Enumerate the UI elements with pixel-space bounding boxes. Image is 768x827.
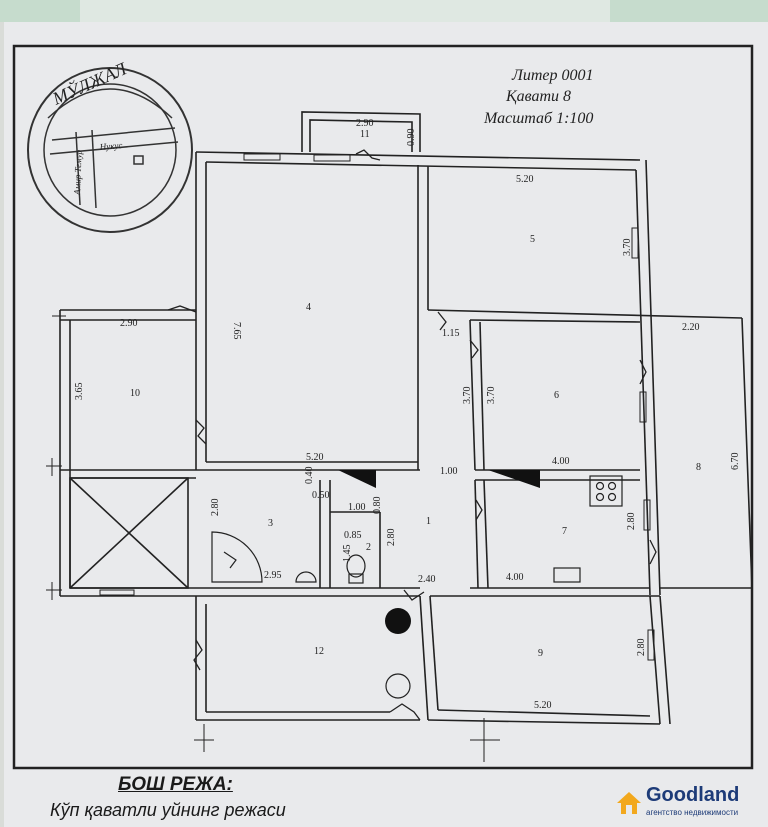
dim-1-b: 2.40 bbox=[418, 574, 436, 585]
room-1-number: 1 bbox=[426, 516, 431, 527]
burner bbox=[607, 492, 617, 502]
windows bbox=[99, 153, 655, 661]
dim-4-height: 7.65 bbox=[231, 322, 242, 340]
dim-4-width: 5.20 bbox=[306, 452, 324, 463]
room-10-number: 10 bbox=[130, 388, 140, 399]
strip-tab bbox=[610, 0, 768, 22]
wall-marker bbox=[338, 470, 376, 488]
toilet-tank bbox=[348, 573, 364, 584]
stamp-street-2: Нукус bbox=[98, 140, 122, 152]
room-9-number: 9 bbox=[538, 648, 543, 659]
dim-11-width: 2.90 bbox=[356, 118, 374, 129]
marker-dot bbox=[385, 608, 411, 634]
stamp-street-1: Амир Темур bbox=[72, 149, 84, 196]
burner bbox=[595, 481, 605, 491]
fixtures bbox=[211, 475, 623, 699]
dim-3-height: 2.80 bbox=[210, 499, 221, 517]
dim-11-height: 0.90 bbox=[406, 129, 417, 147]
dim-040: 0.40 bbox=[304, 467, 315, 485]
column-circle bbox=[385, 673, 411, 699]
toilet-icon bbox=[346, 554, 366, 578]
dim-2-d: 1.45 bbox=[342, 545, 353, 563]
axis-ticks bbox=[46, 315, 500, 762]
header-floor: Қавати 8 bbox=[505, 88, 571, 105]
plan-frame bbox=[12, 44, 754, 770]
stamp-org-text: МЎЛЖАЛ bbox=[48, 56, 131, 109]
dim-9-width: 5.20 bbox=[534, 700, 552, 711]
room-11-number: 11 bbox=[360, 129, 370, 140]
burner bbox=[607, 481, 617, 491]
room-6-number: 6 bbox=[554, 390, 559, 401]
header-liter: Литер 0001 bbox=[511, 67, 594, 84]
dim-8-height: 6.70 bbox=[730, 453, 741, 471]
stove-icon bbox=[589, 475, 623, 507]
wall-marker bbox=[488, 470, 540, 488]
dim-1-height: 2.80 bbox=[386, 529, 397, 547]
dim-5-width: 5.20 bbox=[516, 174, 534, 185]
room-7-number: 7 bbox=[562, 526, 567, 537]
brand-tagline: агентство недвижимости bbox=[646, 808, 739, 817]
dim-10-height: 3.65 bbox=[74, 383, 85, 401]
dim-1-width: 1.00 bbox=[440, 466, 458, 477]
dim-9-height: 2.80 bbox=[636, 639, 647, 657]
room-8-number: 8 bbox=[696, 462, 701, 473]
room-5-number: 5 bbox=[530, 234, 535, 245]
dim-2-c: 0.85 bbox=[344, 530, 362, 541]
dim-6-width: 4.00 bbox=[552, 456, 570, 467]
walls bbox=[59, 111, 753, 725]
dim-5-height: 3.70 bbox=[622, 239, 633, 257]
dim-7-height: 2.80 bbox=[626, 513, 637, 531]
dim-2-b: 1.00 bbox=[348, 502, 366, 513]
room-4-number: 4 bbox=[306, 302, 311, 313]
burner bbox=[595, 492, 605, 502]
house-icon bbox=[617, 792, 641, 814]
dim-1-a: 1.15 bbox=[442, 328, 460, 339]
dim-7-width: 4.00 bbox=[506, 572, 524, 583]
header-scale: Масштаб 1:100 bbox=[483, 110, 593, 127]
dim-8-width: 2.20 bbox=[682, 322, 700, 333]
strip-tab bbox=[0, 0, 80, 22]
brand-logo: Goodland агентство недвижимости bbox=[616, 784, 766, 822]
sink-icon bbox=[295, 571, 317, 583]
room-3-number: 3 bbox=[268, 518, 273, 529]
dim-6-height-1: 3.70 bbox=[462, 387, 473, 405]
dim-2-a: 0.80 bbox=[372, 497, 383, 515]
shower-tray bbox=[211, 531, 263, 583]
footer-subtitle: Кўп қаватли уйнинг режаси bbox=[50, 800, 286, 820]
stamp-emblem: МЎЛЖАЛ Амир Темур Нукус bbox=[27, 56, 193, 233]
dim-10-width: 2.90 bbox=[120, 318, 138, 329]
dim-6-height-2: 3.70 bbox=[486, 387, 497, 405]
room-2-number: 2 bbox=[366, 542, 371, 553]
room-12-number: 12 bbox=[314, 646, 324, 657]
shower-icon bbox=[223, 551, 237, 569]
kitchen-sink-icon bbox=[553, 567, 581, 583]
dim-3-width: 2.95 bbox=[264, 570, 282, 581]
brand-name: Goodland bbox=[646, 784, 740, 806]
doors bbox=[167, 149, 657, 721]
top-background-strip bbox=[0, 0, 768, 22]
dim-050: 0.50 bbox=[312, 490, 330, 501]
footer-title: БОШ РЕЖА: bbox=[118, 774, 233, 795]
